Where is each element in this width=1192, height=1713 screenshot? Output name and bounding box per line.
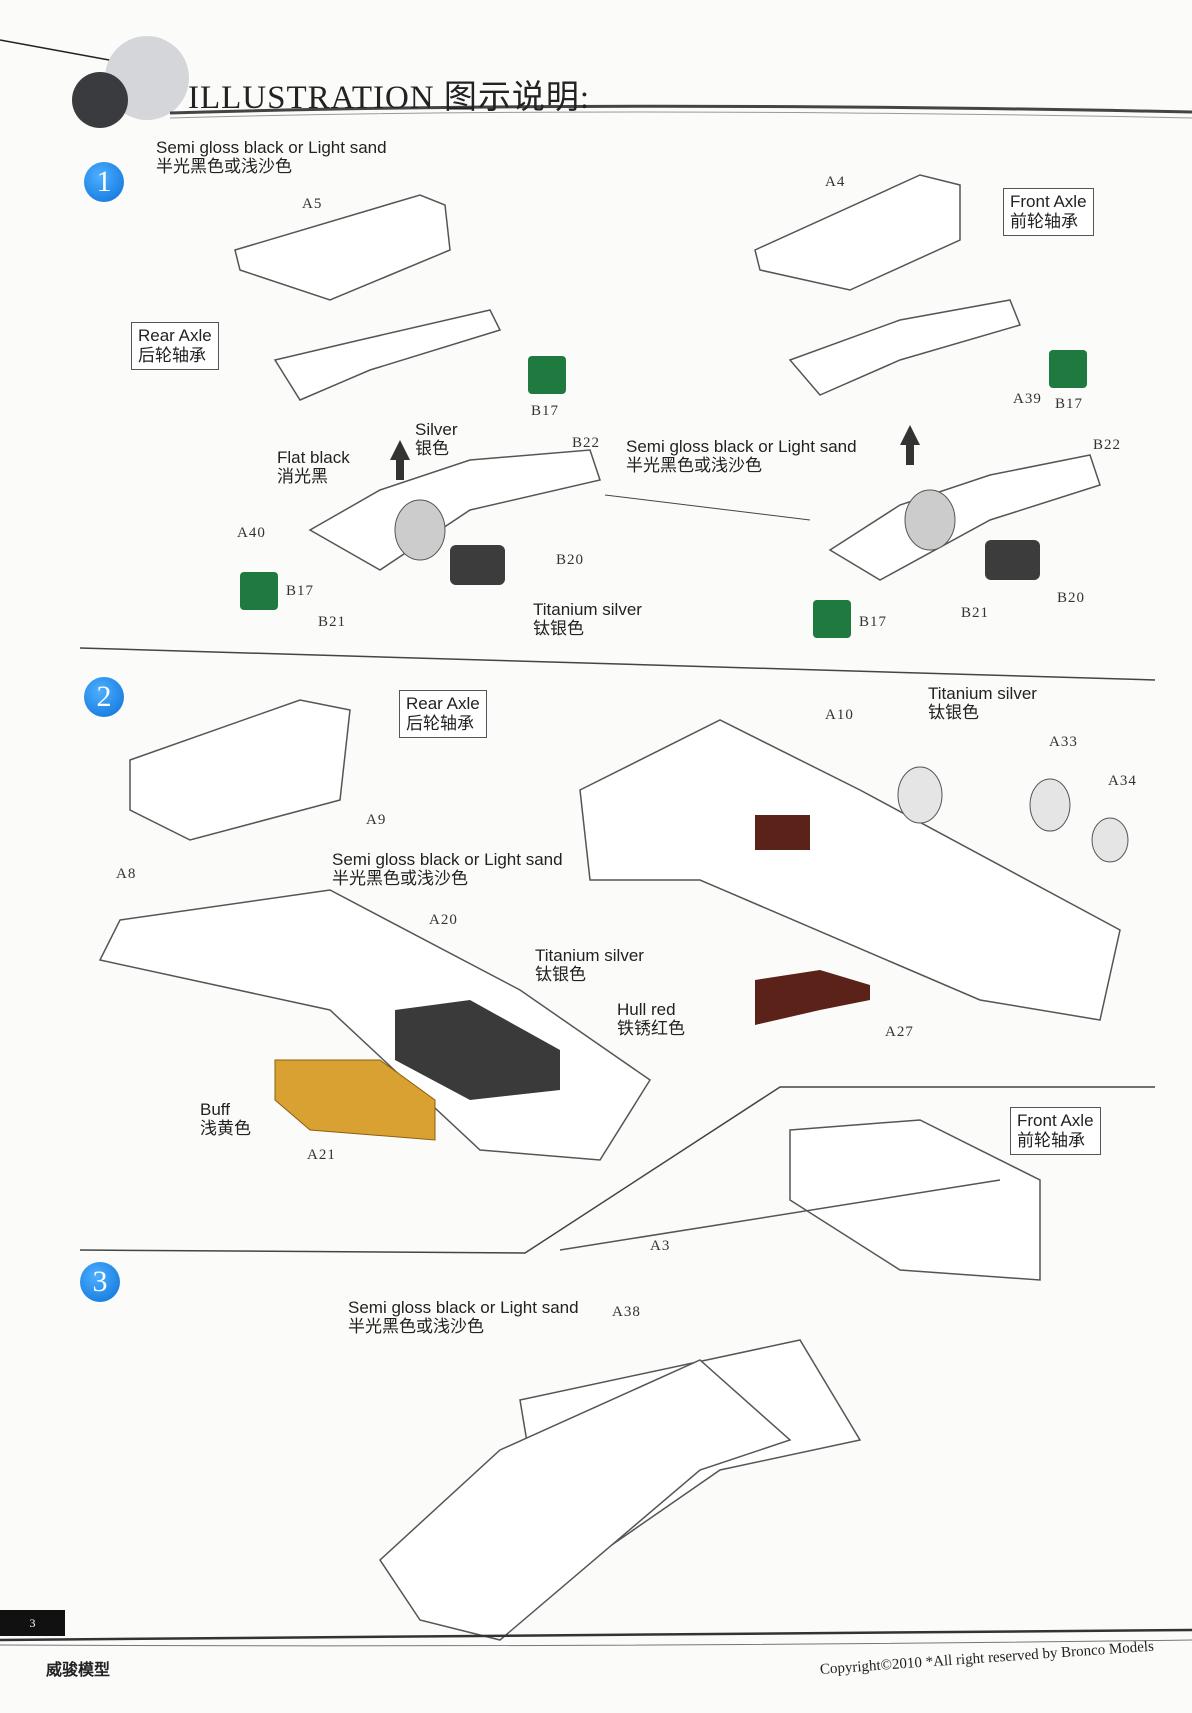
part-code: A27 — [885, 1024, 914, 1040]
part-code: A21 — [307, 1147, 336, 1163]
step-number-2: 2 — [84, 677, 124, 717]
step-number-3: 3 — [80, 1262, 120, 1302]
part-code: A34 — [1108, 773, 1137, 789]
part-code: B17 — [1055, 396, 1084, 412]
part-code: B22 — [1093, 437, 1122, 453]
part-code: B17 — [859, 614, 888, 630]
brand-name: 威骏模型 — [46, 1662, 111, 1679]
part-code: B17 — [286, 583, 315, 599]
no-glue-icon — [1049, 350, 1087, 388]
no-glue-icon — [528, 356, 566, 394]
part-code: A33 — [1049, 734, 1078, 750]
part-code: A39 — [1013, 391, 1042, 407]
no-glue-icon — [813, 600, 851, 638]
part-code: B20 — [556, 552, 585, 568]
no-glue-icon — [240, 572, 278, 610]
part-code: A9 — [366, 812, 387, 828]
part-code: A5 — [302, 196, 323, 212]
page-title: ILLUSTRATION 图示说明: — [188, 80, 591, 116]
part-code: A3 — [650, 1238, 671, 1254]
part-code: A20 — [429, 912, 458, 928]
part-code: A40 — [237, 525, 266, 541]
part-code: B20 — [1057, 590, 1086, 606]
step-number-1: 1 — [84, 162, 124, 202]
part-code: A38 — [612, 1304, 641, 1320]
part-code: B21 — [961, 605, 990, 621]
part-code: B22 — [572, 435, 601, 451]
part-code: A8 — [116, 866, 137, 882]
part-code: A4 — [825, 174, 846, 190]
part-code: B17 — [531, 403, 560, 419]
part-code: A10 — [825, 707, 854, 723]
page-number: 3 — [0, 1610, 65, 1636]
part-code: B21 — [318, 614, 347, 630]
